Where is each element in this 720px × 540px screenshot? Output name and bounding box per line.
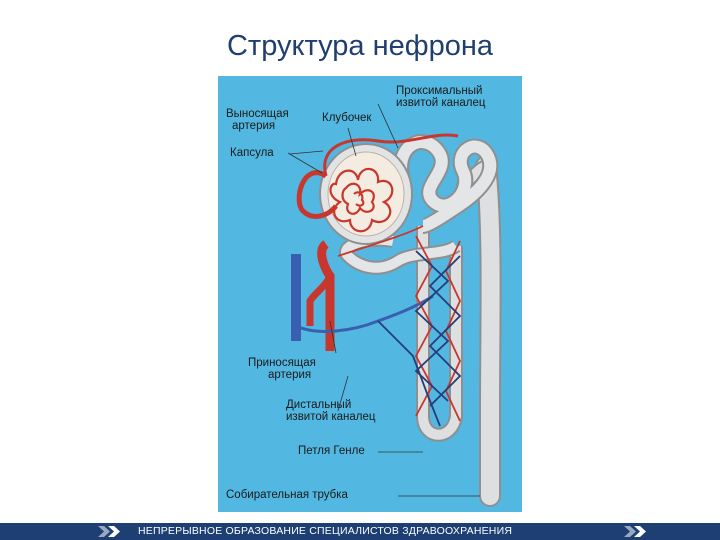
label-proximal-tubule: Проксимальный извитой каналец <box>396 85 486 109</box>
label-efferent-artery-line2: артерия <box>232 120 276 132</box>
footer-text: НЕПРЕРЫВНОЕ ОБРАЗОВАНИЕ СПЕЦИАЛИСТОВ ЗДР… <box>138 525 513 537</box>
glomerulus-shape <box>329 167 394 233</box>
label-capsule: Капсула <box>230 147 274 159</box>
slide-title: Структура нефрона <box>226 30 494 62</box>
double-chevron-icon-right <box>624 526 646 537</box>
label-afferent-artery: Приносящая артерия <box>248 357 316 381</box>
label-proximal-line2: извитой каналец <box>396 97 486 109</box>
label-afferent-line2: артерия <box>268 369 312 381</box>
nephron-figure: Выносящая артерия Клубочек Проксимальный… <box>218 76 522 512</box>
label-distal-line2: извитой каналец <box>286 411 376 423</box>
nephron-illustration <box>287 103 502 507</box>
label-afferent-line1: Приносящая <box>248 357 316 369</box>
label-distal-tubule: Дистальный извитой каналец <box>286 399 376 423</box>
double-chevron-icon <box>98 526 120 537</box>
leader-lines <box>287 103 480 497</box>
efferent-artery-shape <box>296 170 338 219</box>
label-proximal-line1: Проксимальный <box>396 85 483 97</box>
capillary-network <box>337 225 462 427</box>
label-distal-line1: Дистальный <box>286 399 352 411</box>
label-efferent-artery-line1: Выносящая <box>226 108 289 120</box>
footer-bar: НЕПРЕРЫВНОЕ ОБРАЗОВАНИЕ СПЕЦИАЛИСТОВ ЗДР… <box>0 523 720 540</box>
label-efferent-artery: Выносящая артерия <box>226 108 289 132</box>
afferent-artery-shape <box>317 240 335 351</box>
label-collecting-duct: Собирательная трубка <box>226 489 348 501</box>
label-henle-loop: Петля Генле <box>298 445 365 457</box>
label-glomerulus: Клубочек <box>322 112 372 124</box>
